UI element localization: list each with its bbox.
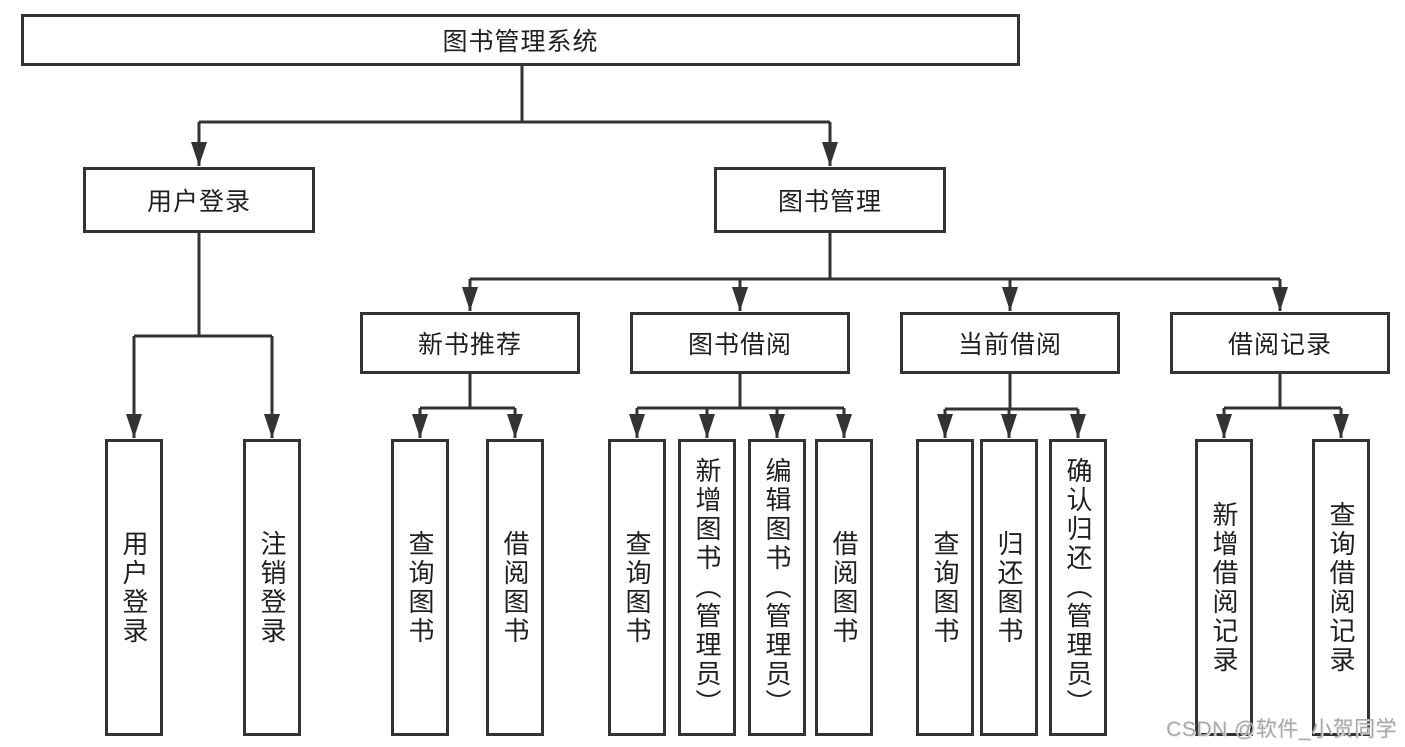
- leaf-cb-confirm-return-admin: 确认归还（管理员）: [1049, 439, 1107, 736]
- node-borrowing-records: 借阅记录: [1170, 312, 1390, 374]
- leaf-logout-login: 注销登录: [243, 439, 301, 736]
- leaf-nb-borrow-books: 借阅图书: [486, 439, 544, 736]
- leaf-br-add-borrow-record: 新增借阅记录: [1195, 439, 1253, 736]
- node-book-borrowing: 图书借阅: [630, 312, 850, 374]
- node-book-management: 图书管理: [714, 167, 946, 233]
- node-library-system: 图书管理系统: [21, 14, 1020, 66]
- leaf-bb-borrow-books: 借阅图书: [815, 439, 873, 736]
- leaf-user-login: 用户登录: [105, 439, 163, 736]
- csdn-watermark: CSDN @软件_小贺同学: [1166, 718, 1397, 741]
- node-new-book-recommendation: 新书推荐: [360, 312, 580, 374]
- leaf-bb-add-books-admin: 新增图书（管理员）: [678, 439, 736, 736]
- leaf-bb-query-books: 查询图书: [608, 439, 666, 736]
- leaf-bb-edit-books-admin: 编辑图书（管理员）: [748, 439, 806, 736]
- leaf-br-query-borrow-record: 查询借阅记录: [1312, 439, 1370, 736]
- leaf-cb-query-books: 查询图书: [916, 439, 974, 736]
- leaf-nb-query-books: 查询图书: [391, 439, 449, 736]
- node-user-login: 用户登录: [83, 167, 315, 233]
- leaf-cb-return-books: 归还图书: [980, 439, 1038, 736]
- node-current-borrowing: 当前借阅: [900, 312, 1120, 374]
